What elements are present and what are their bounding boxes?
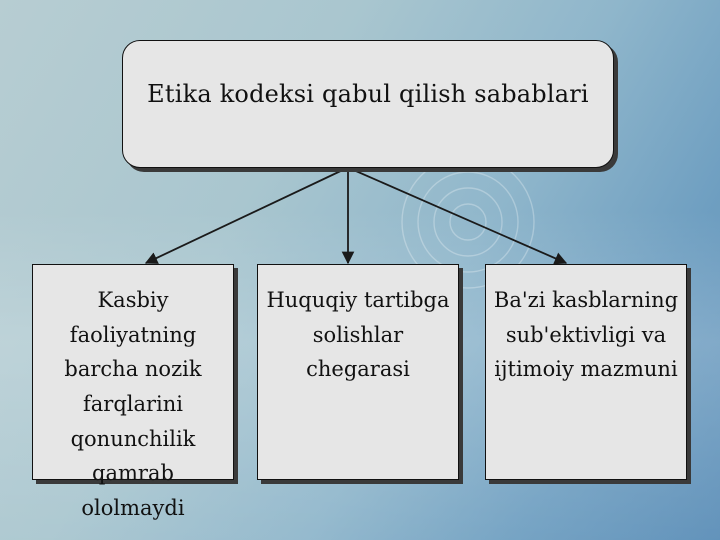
child-node-left: Kasbiy faoliyatning barcha nozik farqlar…	[32, 264, 234, 520]
arrow-to-right	[348, 167, 568, 265]
child-node-center: Huquqiy tartibga solishlar chegarasi	[257, 264, 459, 480]
child-node-label: Ba'zi kasblarning sub'ektivligi va ijtim…	[493, 288, 679, 382]
arrow-to-left	[144, 167, 348, 264]
child-node-label: Kasbiy faoliyatning barcha nozik farqlar…	[64, 288, 202, 520]
root-node-label: Etika kodeksi qabul qilish sabablari	[147, 80, 589, 109]
child-node-right: Ba'zi kasblarning sub'ektivligi va ijtim…	[485, 264, 687, 480]
child-node-label: Huquqiy tartibga solishlar chegarasi	[266, 288, 450, 382]
root-node: Etika kodeksi qabul qilish sabablari	[122, 40, 614, 168]
